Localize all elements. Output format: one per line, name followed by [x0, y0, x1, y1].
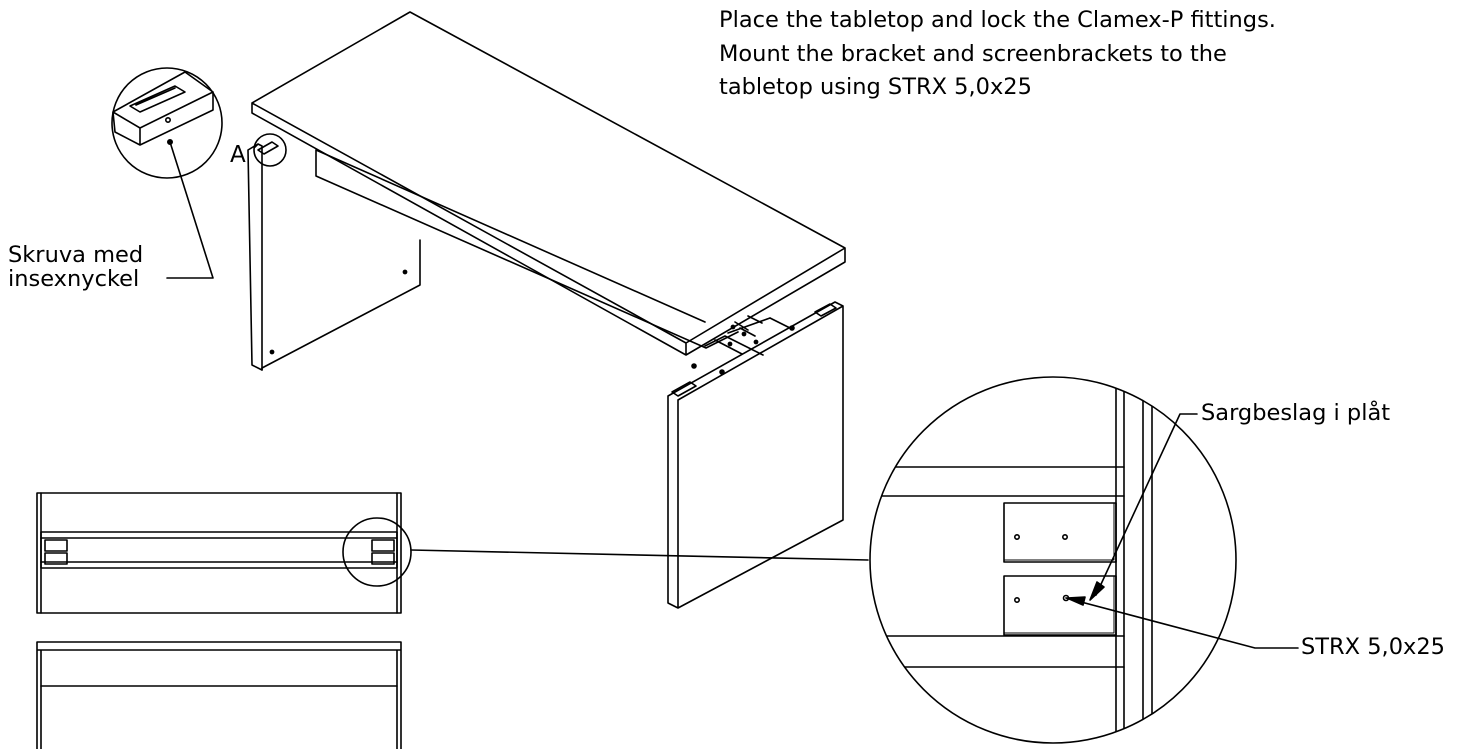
bracket-screw-4 — [753, 339, 759, 345]
bracket-screw-1 — [730, 324, 736, 330]
instruction-text: Place the tabletop and lock the Clamex-P… — [719, 4, 1276, 105]
bracket-screw-5 — [719, 369, 725, 375]
screw-leader — [1065, 597, 1299, 649]
front-view-outline — [36, 641, 402, 749]
top-view — [36, 492, 869, 614]
detail-a-view: A — [111, 67, 246, 279]
plate-bracket-leader — [1095, 413, 1198, 596]
hex-key-label-line1: Skruva med — [8, 242, 144, 268]
instruction-line-3: tabletop using STRX 5,0x25 — [719, 74, 1032, 100]
detail-a-marker — [253, 133, 287, 167]
left-panel-back-edge — [261, 239, 421, 371]
right-panel-hole — [691, 363, 697, 369]
left-panel-hole-1 — [269, 349, 275, 355]
right-side-panel — [667, 301, 844, 609]
top-view-bracket-left-1 — [44, 539, 68, 552]
detail-leader — [410, 549, 869, 561]
right-panel-clamex-front — [671, 381, 697, 397]
front-view — [36, 641, 402, 749]
enlarged-detail-circle — [869, 376, 1237, 744]
bracket-screw-3 — [727, 341, 733, 347]
plate-bracket-arrow — [1089, 581, 1105, 601]
bracket-hole-1 — [1013, 533, 1020, 540]
detail-a-slot — [129, 85, 186, 113]
bracket-hole-3 — [1013, 596, 1020, 603]
top-view-rail — [40, 531, 398, 569]
right-panel-clamex-back — [814, 303, 837, 317]
screw-label: STRX 5,0x25 — [1301, 634, 1445, 660]
detail-a-block — [112, 71, 214, 146]
hex-key-label-line2: insexnyckel — [8, 266, 140, 292]
instruction-line-2: Mount the bracket and screenbrackets to … — [719, 40, 1227, 67]
desk-isometric — [247, 11, 846, 609]
detail-a-letter: A — [230, 142, 246, 168]
detail-a-circle — [111, 67, 223, 179]
tabletop — [251, 11, 846, 356]
top-view-outline — [36, 492, 402, 614]
bracket-hole-2 — [1062, 533, 1069, 540]
back-rail — [315, 149, 739, 349]
top-view-bracket-right-2 — [371, 552, 395, 565]
detail-a-hole — [165, 117, 172, 124]
enlarged-detail — [869, 376, 1299, 744]
clamex-fitting-left — [257, 141, 279, 155]
hex-key-leader — [166, 141, 214, 279]
left-side-panel — [247, 143, 263, 371]
screw-arrow — [1066, 596, 1086, 606]
left-panel-hole-2 — [402, 269, 408, 275]
bracket-screw-2 — [741, 331, 747, 337]
right-brackets — [704, 315, 791, 356]
instruction-line-1: Place the tabletop and lock the Clamex-P… — [719, 7, 1276, 33]
top-view-detail-circle — [342, 517, 412, 587]
top-view-bracket-right-1 — [371, 539, 395, 552]
plate-bracket-top — [1003, 502, 1117, 563]
plate-bracket-label: Sargbeslag i plåt — [1201, 400, 1391, 426]
top-view-bracket-left-2 — [44, 552, 68, 565]
